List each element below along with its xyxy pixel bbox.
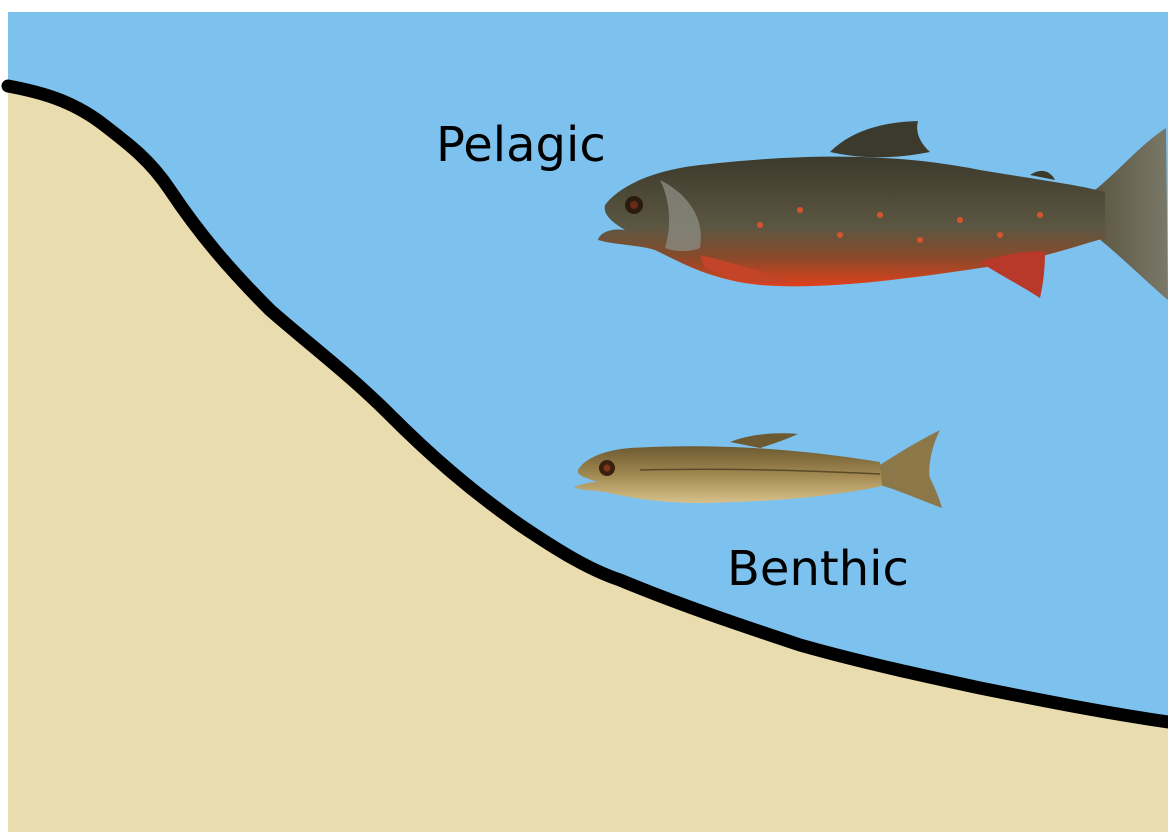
pelagic-label: Pelagic xyxy=(436,121,606,169)
benthic-label: Benthic xyxy=(727,545,909,593)
